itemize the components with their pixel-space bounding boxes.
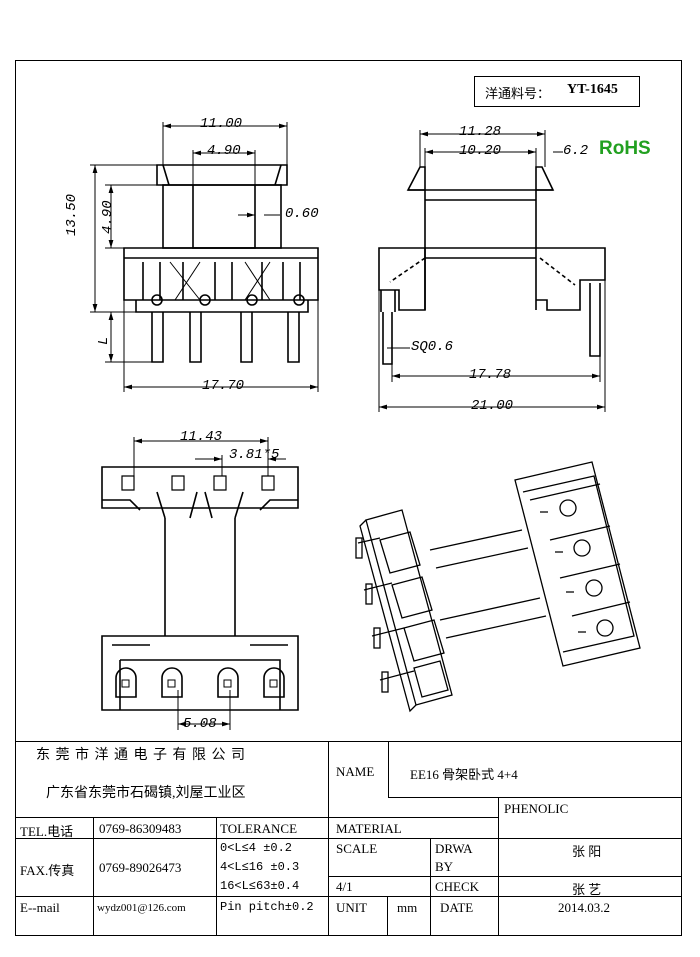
unit-value: mm [397, 900, 418, 915]
tel-value: 0769-86309483 [99, 821, 182, 836]
company-name: 东 莞 市 洋 通 电 子 有 限 公 司 [36, 748, 246, 763]
name-label: NAME [336, 764, 375, 779]
front-view [123, 164, 319, 363]
drawn-value: 张 阳 [572, 844, 602, 859]
tolerance-2: 4<L≤16 ±0.3 [220, 860, 300, 874]
part-number-label: 洋通料号： [485, 86, 551, 101]
check-value: 张 艺 [572, 882, 602, 897]
tolerance-3: 16<L≤63±0.4 [220, 879, 300, 893]
technical-drawing [90, 122, 641, 730]
fax-value: 0769-89026473 [99, 860, 182, 875]
dim-front-thickness: 0.60 [285, 206, 319, 222]
isometric-view [355, 461, 641, 713]
top-view [101, 466, 299, 711]
date-label: DATE [440, 900, 474, 915]
material-label: MATERIAL [336, 821, 402, 836]
drawn-label-1: DRWA [435, 841, 473, 856]
check-label: CHECK [435, 879, 480, 894]
tolerance-label: TOLERANCE [220, 821, 298, 836]
side-view [378, 166, 606, 365]
rohs-mark: RoHS [599, 138, 651, 159]
dim-front-left-inner: 4.90 [100, 200, 116, 234]
tel-label: TEL.电话 [20, 824, 74, 839]
drawn-label-2: BY [435, 859, 454, 874]
email-value: wydz001@126.com [97, 902, 186, 914]
tolerance-1: 0<L≤4 ±0.2 [220, 841, 293, 855]
drawing-frame [15, 60, 682, 936]
dim-front-base: 17.70 [202, 378, 245, 394]
dim-front-inner: 4.90 [207, 143, 241, 159]
company-address: 广东省东莞市石碣镇,刘屋工业区 [46, 786, 246, 801]
tolerance-4: Pin pitch±0.2 [220, 900, 314, 914]
dim-top-span: 11.43 [180, 429, 223, 445]
dim-side-inner: 10.20 [459, 143, 502, 159]
fax-label: FAX.传真 [20, 863, 75, 878]
unit-label: UNIT [336, 900, 368, 915]
scale-label: SCALE [336, 841, 378, 856]
dim-top-pitch: 3.81*5 [229, 447, 280, 463]
dim-side-pin: SQ0.6 [411, 339, 454, 355]
email-label: E--mail [20, 900, 60, 915]
dim-side-flange: 6.2 [563, 143, 589, 159]
scale-value: 4/1 [336, 879, 353, 894]
part-number-box: 洋通料号： YT-1645 [474, 76, 640, 107]
dim-front-height: 13.50 [64, 193, 80, 236]
part-number-value: YT-1645 [567, 82, 618, 97]
dim-bottom-pitch: 5.08 [183, 716, 217, 732]
date-value: 2014.03.2 [558, 900, 610, 915]
dim-side-total: 21.00 [471, 398, 514, 414]
name-value: EE16 骨架卧式 4+4 [410, 767, 518, 782]
dim-front-width: 11.00 [200, 116, 243, 132]
dim-side-top: 11.28 [459, 124, 502, 140]
material-value: PHENOLIC [504, 801, 569, 816]
dim-side-pin-span: 17.78 [469, 367, 512, 383]
dim-pin-length: L [96, 336, 112, 345]
